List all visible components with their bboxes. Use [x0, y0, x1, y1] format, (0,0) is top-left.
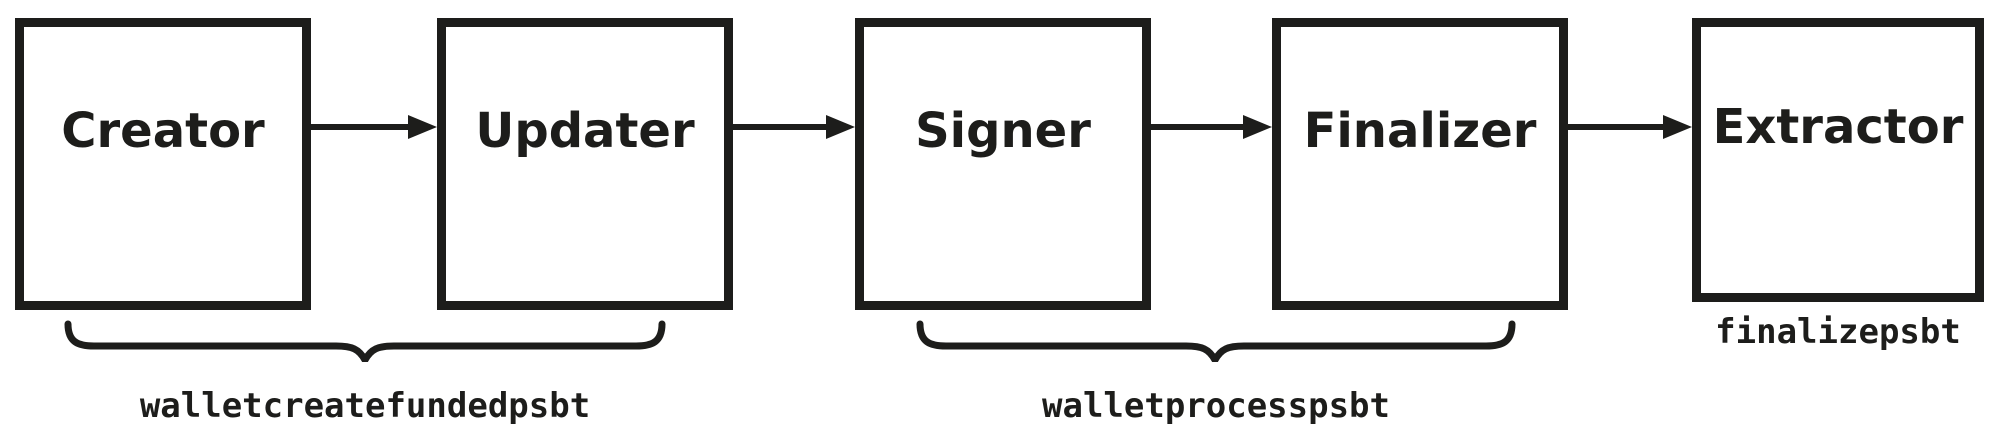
- box-extractor-label: Extractor: [1712, 99, 1964, 155]
- box-updater-label: Updater: [475, 103, 695, 159]
- box-extractor: Extractor: [1692, 18, 1984, 302]
- label-walletprocesspsbt: walletprocesspsbt: [1042, 386, 1390, 426]
- label-finalizepsbt: finalizepsbt: [1715, 312, 1961, 352]
- box-signer-label: Signer: [915, 103, 1091, 159]
- underbrace-creator-updater-icon: [64, 320, 666, 362]
- arrow-finalizer-to-extractor-icon: [1568, 115, 1692, 139]
- arrow-updater-to-signer-icon: [733, 115, 855, 139]
- box-finalizer: Finalizer: [1272, 18, 1568, 310]
- box-signer: Signer: [855, 18, 1151, 310]
- box-creator-label: Creator: [61, 103, 265, 159]
- box-creator: Creator: [15, 18, 311, 310]
- box-finalizer-label: Finalizer: [1303, 103, 1537, 159]
- arrow-creator-to-updater-icon: [311, 115, 437, 139]
- box-updater: Updater: [437, 18, 733, 310]
- label-walletcreatefundedpsbt: walletcreatefundedpsbt: [139, 386, 591, 426]
- arrow-signer-to-finalizer-icon: [1151, 115, 1272, 139]
- underbrace-signer-finalizer-icon: [916, 320, 1516, 362]
